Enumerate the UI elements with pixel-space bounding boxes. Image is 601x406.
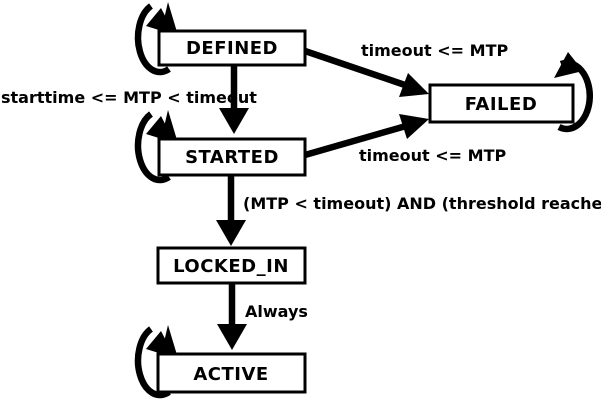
- state-locked-in: LOCKED_IN: [156, 246, 307, 285]
- label-timeout-started-failed: timeout <= MTP: [359, 146, 506, 165]
- transition-defined-started: [219, 65, 249, 134]
- state-active-label: ACTIVE: [193, 364, 268, 385]
- label-threshold-started-lockedin: (MTP < timeout) AND (threshold reached): [243, 194, 601, 213]
- state-started-label: STARTED: [185, 147, 279, 168]
- arrowhead-icon: [219, 108, 249, 134]
- label-timeout-defined-failed: timeout <= MTP: [361, 41, 508, 60]
- state-defined-label: DEFINED: [186, 38, 278, 59]
- arrowhead-icon: [399, 114, 429, 139]
- state-started: STARTED: [157, 137, 307, 177]
- self-loop-started: [134, 110, 177, 184]
- state-locked-in-label: LOCKED_IN: [173, 256, 289, 277]
- label-always-lockedin-active: Always: [245, 302, 308, 321]
- self-loop-failed: [554, 52, 594, 133]
- self-loop-active: [134, 325, 177, 399]
- arrowhead-icon: [216, 220, 246, 246]
- arrowhead-icon: [399, 73, 429, 97]
- arrowhead-icon: [217, 324, 247, 350]
- state-failed-label: FAILED: [465, 94, 538, 115]
- transition-defined-failed: [303, 47, 429, 97]
- state-active: ACTIVE: [156, 352, 307, 394]
- state-defined: DEFINED: [157, 29, 307, 67]
- transition-lockedin-active: [217, 283, 247, 350]
- transition-started-lockedin: [216, 175, 246, 246]
- transition-started-failed: [304, 114, 429, 159]
- label-starttime-defined-started: starttime <= MTP < timeout: [1, 88, 257, 107]
- arrowhead-icon: [554, 52, 583, 78]
- self-loop-defined: [134, 2, 177, 76]
- state-failed: FAILED: [428, 83, 575, 124]
